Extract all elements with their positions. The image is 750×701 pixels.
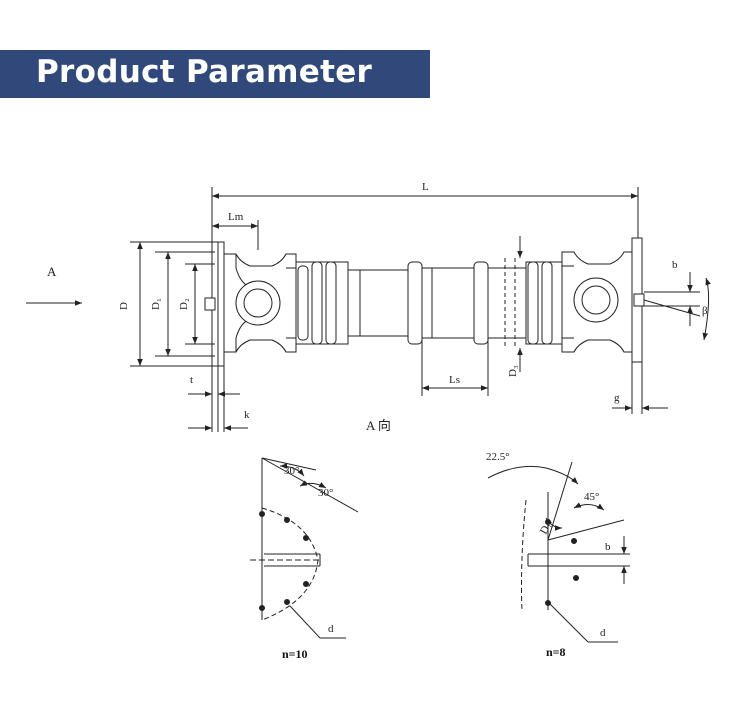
n8-angle-1: 22.5° — [486, 451, 510, 463]
d1-label: D₁ — [150, 298, 162, 310]
n10-angle-1: 30° — [284, 465, 299, 477]
n8-key-label: b — [605, 541, 611, 553]
d3-label: D₃ — [507, 365, 519, 377]
t-label: t — [190, 374, 193, 386]
cardan-shaft-drawing — [26, 187, 711, 432]
n8-angle-2: 45° — [584, 491, 599, 503]
lm-label: Lm — [228, 211, 244, 223]
n8-hole-label: d — [600, 627, 606, 639]
g-label: g — [614, 392, 620, 404]
d-label: D — [118, 302, 130, 310]
n10-count-label: n=10 — [282, 647, 308, 661]
page-title: Product Parameter — [36, 54, 373, 90]
b-label: b — [672, 259, 678, 271]
beta-label: β — [702, 305, 708, 317]
title-banner: Product Parameter — [0, 50, 430, 98]
view-arrow-label: A — [47, 264, 57, 279]
length-label: L — [422, 181, 429, 193]
k-label: k — [244, 409, 250, 421]
flange-detail-n8 — [487, 461, 630, 643]
n10-angle-2: 30° — [318, 487, 333, 499]
flange-detail-n10 — [250, 457, 359, 639]
view-caption: A 向 — [366, 418, 391, 433]
n8-count-label: n=8 — [546, 645, 566, 659]
d2-label: D₂ — [178, 298, 190, 310]
n10-hole-label: d — [328, 623, 334, 635]
n8-diameter-label: D₁ — [538, 520, 554, 536]
ls-label: Ls — [449, 374, 460, 386]
